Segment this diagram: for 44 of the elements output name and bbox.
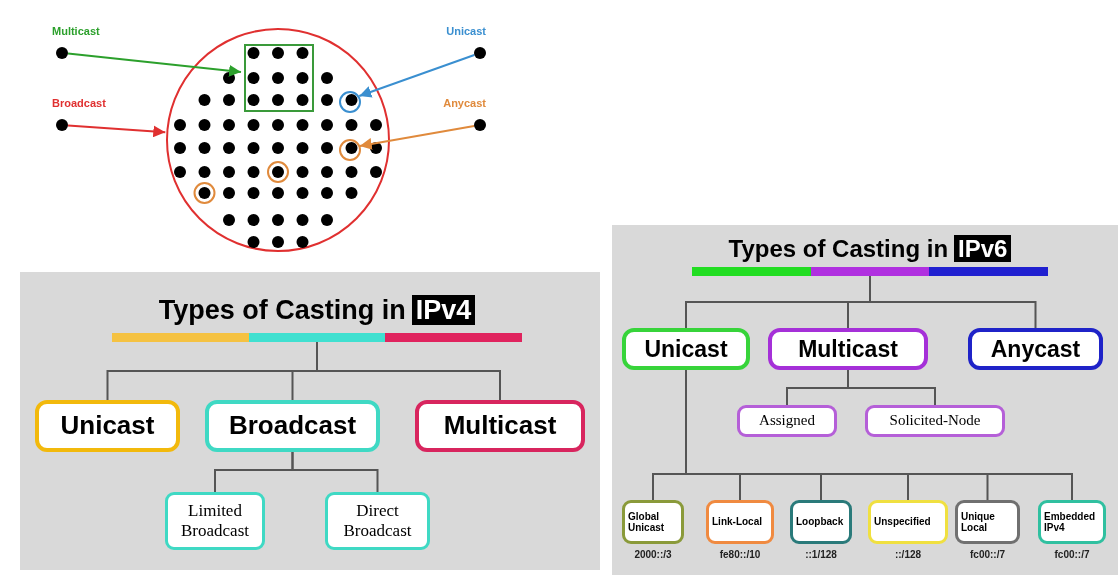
panel-background <box>20 272 600 570</box>
address-prefix: fe80::/10 <box>718 549 762 560</box>
arrow <box>358 125 476 150</box>
source-dot <box>474 119 486 131</box>
group-square <box>244 44 314 112</box>
address-type-box: Unspecified <box>868 500 948 544</box>
source-dot <box>56 47 68 59</box>
heading-text: Types of Casting in <box>728 235 949 262</box>
heading-tag: IPv4 <box>411 295 476 325</box>
category-box: Multicast <box>415 400 585 452</box>
category-box: Anycast <box>968 328 1103 370</box>
address-prefix: 2000::/3 <box>633 549 673 560</box>
category-box: Unicast <box>622 328 750 370</box>
address-type-box: Unique Local <box>955 500 1020 544</box>
category-box: Broadcast <box>205 400 380 452</box>
arrow <box>67 52 242 77</box>
subtype-box: Assigned <box>737 405 837 437</box>
heading-tag: IPv6 <box>954 235 1012 262</box>
cast-type-label: Unicast <box>446 25 486 37</box>
address-prefix: fc00::/7 <box>1053 549 1091 560</box>
address-prefix: fc00::/7 <box>969 549 1006 560</box>
arrow <box>358 54 476 98</box>
source-dot <box>474 47 486 59</box>
network-circle <box>166 28 390 252</box>
cast-type-label: Multicast <box>52 25 100 37</box>
address-type-box: Loopback <box>790 500 852 544</box>
heading-text: Types of Casting in <box>158 295 406 325</box>
cast-type-label: Broadcast <box>52 97 106 109</box>
address-type-box: Embedded IPv4 <box>1038 500 1106 544</box>
address-type-box: Global Unicast <box>622 500 684 544</box>
address-type-box: Link-Local <box>706 500 774 544</box>
subtype-box: Limited Broadcast <box>165 492 265 550</box>
cast-type-label: Anycast <box>443 97 486 109</box>
connector-line <box>291 451 379 493</box>
category-box: Multicast <box>768 328 928 370</box>
connector-line <box>847 369 936 406</box>
panel-background <box>612 225 1118 575</box>
address-prefix: ::1/128 <box>804 549 838 560</box>
address-prefix: ::/128 <box>893 549 923 560</box>
source-dot <box>56 119 68 131</box>
arrow <box>67 124 167 138</box>
category-box: Unicast <box>35 400 180 452</box>
subtype-box: Direct Broadcast <box>325 492 430 550</box>
subtype-box: Solicited-Node <box>865 405 1005 437</box>
